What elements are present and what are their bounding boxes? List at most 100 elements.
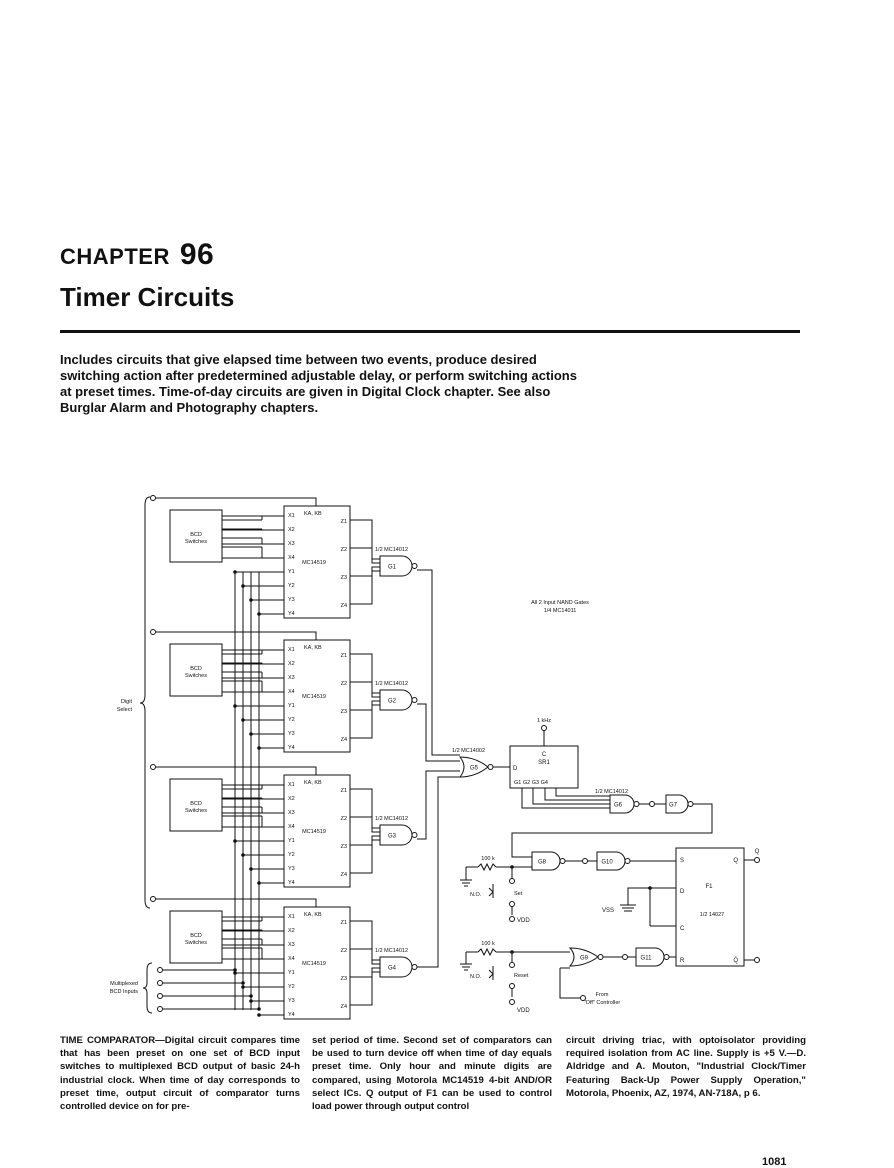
caption-column-2: set period of time. Second set of compar… bbox=[312, 1035, 552, 1113]
digit-select-brace bbox=[139, 496, 151, 909]
caption-column-1: TIME COMPARATOR—Digital circuit compares… bbox=[60, 1035, 300, 1113]
bcd-label: BCD bbox=[190, 532, 202, 538]
pin-label: Y4 bbox=[288, 611, 295, 617]
pin-label: X2 bbox=[288, 928, 295, 934]
pin-label: Y1 bbox=[288, 703, 295, 709]
bcd-label: Switches bbox=[185, 940, 207, 946]
wire bbox=[350, 948, 380, 965]
junction-dot bbox=[241, 853, 245, 857]
terminal bbox=[509, 983, 515, 989]
bcd-label: Switches bbox=[185, 539, 207, 545]
terminal bbox=[649, 801, 655, 807]
wire bbox=[350, 653, 380, 694]
pin-label: X1 bbox=[288, 513, 295, 519]
terminal bbox=[509, 962, 515, 968]
pin-label: Z1 bbox=[341, 653, 347, 659]
junction-dot bbox=[249, 732, 253, 736]
inversion-bubble bbox=[624, 858, 631, 864]
mc14519-chip bbox=[283, 774, 351, 888]
ff-r: R bbox=[680, 958, 685, 964]
inversion-bubble bbox=[633, 801, 640, 807]
terminal bbox=[582, 858, 588, 864]
pin-label: Y3 bbox=[288, 731, 295, 737]
junction-dot bbox=[233, 704, 237, 708]
terminal bbox=[157, 980, 163, 986]
nor-gate-g9 bbox=[568, 947, 599, 967]
pin-label: Y4 bbox=[288, 1012, 295, 1018]
inversion-bubble bbox=[597, 954, 604, 960]
no-label: N.O. bbox=[470, 892, 482, 898]
pin-label: Z4 bbox=[341, 737, 347, 743]
bcd-label: BCD bbox=[190, 933, 202, 939]
junction-dot bbox=[257, 1013, 261, 1017]
resistor bbox=[477, 947, 497, 957]
pin-label: Z3 bbox=[341, 709, 347, 715]
wire bbox=[350, 704, 380, 739]
junction-dot bbox=[257, 881, 261, 885]
nand4-part-label: 1/2 MC14012 bbox=[375, 948, 408, 954]
terminal bbox=[509, 901, 515, 907]
no-label: N.O. bbox=[470, 974, 482, 980]
inversion-bubble bbox=[411, 832, 418, 838]
digit-select-label: Select bbox=[117, 707, 133, 713]
wire bbox=[156, 898, 317, 907]
junction-dot bbox=[257, 612, 261, 616]
pin-label: Z2 bbox=[341, 948, 347, 954]
pin-label: Y2 bbox=[288, 852, 295, 858]
chip-name: MC14519 bbox=[302, 560, 326, 566]
pin-label: Y1 bbox=[288, 970, 295, 976]
vss-label: VSS bbox=[602, 908, 614, 914]
pin-label: X3 bbox=[288, 942, 295, 948]
pin-label: Y3 bbox=[288, 866, 295, 872]
nand-gate-g10-label: G10 bbox=[601, 860, 613, 866]
ff-s: S bbox=[680, 858, 684, 864]
chapter-title: Timer Circuits bbox=[60, 282, 235, 312]
inversion-bubble bbox=[411, 964, 418, 970]
wire bbox=[350, 839, 380, 874]
wire bbox=[350, 788, 380, 829]
chip-name: MC14519 bbox=[302, 694, 326, 700]
inversion-bubble bbox=[487, 764, 494, 770]
pin-label: Y1 bbox=[288, 838, 295, 844]
intro-paragraph: Includes circuits that give elapsed time… bbox=[60, 352, 577, 415]
g6-part-label: 1/2 MC14012 bbox=[595, 789, 628, 795]
wire bbox=[156, 631, 317, 640]
junction-dot bbox=[510, 865, 514, 869]
bcd-switches-box bbox=[169, 910, 223, 964]
mc14519-chip bbox=[283, 639, 351, 753]
wire bbox=[511, 803, 713, 858]
pin-label: Y2 bbox=[288, 717, 295, 723]
pin-label: Z2 bbox=[341, 547, 347, 553]
wire bbox=[156, 766, 317, 775]
ff-q: Q bbox=[733, 858, 738, 864]
ff-c: C bbox=[680, 926, 685, 932]
inversion-bubble bbox=[687, 801, 694, 807]
wire bbox=[555, 788, 610, 797]
pin-label: Z3 bbox=[341, 976, 347, 982]
pin-label: KA, KB bbox=[304, 511, 322, 517]
inversion-bubble bbox=[663, 954, 670, 960]
junction-dot bbox=[249, 999, 253, 1003]
pin-label: Y4 bbox=[288, 745, 295, 751]
wire bbox=[350, 570, 380, 605]
terminal bbox=[580, 995, 586, 1001]
bcd-switches-box bbox=[169, 778, 223, 832]
pin-label: Z4 bbox=[341, 603, 347, 609]
bcd-label: BCD bbox=[190, 666, 202, 672]
nand-gate-g8-label: G8 bbox=[538, 860, 547, 866]
pin-label: Z1 bbox=[341, 920, 347, 926]
pin-label: X4 bbox=[288, 956, 295, 962]
pin-label: KA, KB bbox=[304, 780, 322, 786]
nand4-gate-label: G2 bbox=[388, 699, 397, 705]
junction-dot bbox=[241, 981, 245, 985]
wire bbox=[532, 788, 610, 805]
pin-label: X1 bbox=[288, 647, 295, 653]
wire bbox=[350, 971, 380, 1006]
sr-outputs-label: G1 G2 G3 G4 bbox=[514, 780, 548, 786]
pin-label: KA, KB bbox=[304, 645, 322, 651]
wire bbox=[544, 788, 610, 801]
pin-label: Z2 bbox=[341, 681, 347, 687]
bcd-switches-box bbox=[169, 643, 223, 697]
nor-part-label: 1/2 MC14002 bbox=[452, 748, 485, 754]
